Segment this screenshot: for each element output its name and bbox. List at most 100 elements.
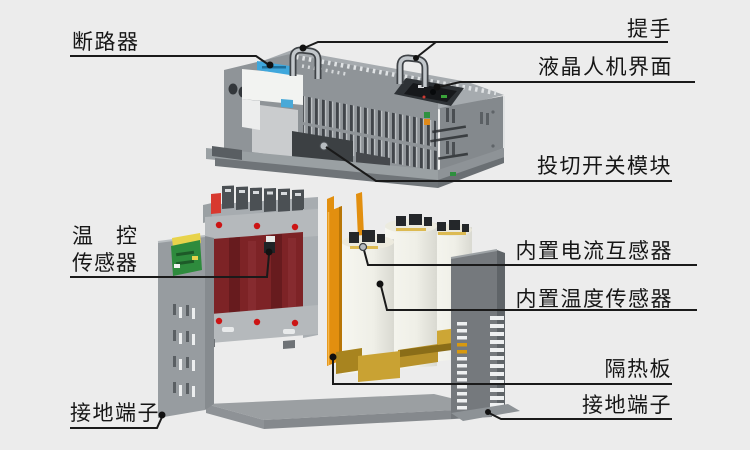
indicator-green: [424, 112, 430, 118]
cap-seal-yellow: [396, 228, 426, 231]
leader-current-transformer: [363, 249, 697, 266]
leader-ground-left: [70, 416, 163, 429]
side-dot: [491, 110, 495, 114]
clamp-bolt-red: [215, 221, 223, 229]
clamp-slot: [222, 327, 234, 332]
capacitor-2: [385, 214, 437, 370]
chassis-base-left: [206, 148, 438, 181]
clamp-bolt-red: [291, 223, 299, 231]
side-vent: [452, 109, 455, 123]
reactor-foot: [283, 340, 295, 349]
temp-sensor-mount: [266, 236, 275, 243]
breaker-body-white: [242, 69, 303, 105]
leader-builtin-temp: [380, 285, 697, 311]
vent-row-lower: [303, 125, 437, 171]
right-panel-flange: [497, 250, 505, 412]
breaker-leg-white: [242, 99, 260, 130]
pcb-connector: [174, 264, 180, 268]
label-lcd-hmi: 液晶人机界面: [538, 56, 673, 79]
panel-vent-ticks: [173, 304, 195, 397]
side-vent: [446, 141, 449, 154]
top-perforations: [295, 54, 497, 96]
label-switch-module: 投切开关模块: [537, 155, 672, 178]
pcb-chip: [192, 256, 198, 260]
base-green-bit: [450, 172, 456, 176]
label-handle: 提手: [627, 18, 672, 41]
lcd-glyph: [418, 85, 424, 88]
internal-assembly: [157, 185, 520, 429]
label-insulation-plate: 隔热板: [604, 358, 672, 381]
side-vent: [446, 108, 449, 122]
side-vent: [486, 113, 489, 125]
copper-busbar: [356, 192, 364, 238]
label-temp-controller-line1: 温 控: [72, 225, 138, 248]
label-current-transformer: 内置电流互感器: [515, 240, 673, 263]
label-circuit-breaker: 断路器: [72, 31, 140, 54]
label-temp-controller-line2: 传感器: [72, 252, 138, 275]
insulation-plate-edge: [339, 206, 342, 361]
module-bolt: [319, 141, 329, 151]
leader-handle-branch: [416, 41, 437, 58]
clamp-bolt-red: [215, 317, 223, 325]
leader-temp-controller: [70, 253, 270, 278]
leader-lcd: [438, 81, 695, 88]
base-plate-front: [264, 408, 492, 429]
label-ground-terminal-left: 接地端子: [70, 402, 160, 425]
vent-slots-right-comb: [490, 316, 504, 407]
clamp-bolt-red: [291, 319, 299, 327]
coil-highlight: [288, 238, 296, 314]
clamp-bolt-red: [253, 222, 261, 230]
panel-hole: [228, 83, 238, 95]
right-panel: [450, 249, 520, 421]
top-perforations-2: [301, 64, 347, 76]
lcd-red: [422, 95, 426, 99]
coil-gap: [229, 237, 240, 321]
right-panel-face: [451, 250, 497, 419]
indicator-orange: [424, 119, 430, 125]
leader-circuit-breaker: [70, 55, 270, 66]
coil-highlight: [248, 241, 256, 317]
leader-ground-right: [488, 412, 672, 420]
left-panel: [157, 233, 214, 418]
left-panel-face: [158, 236, 205, 418]
lcd-green: [441, 95, 447, 98]
vent-row-upper: [303, 96, 436, 147]
clamp-bolt-red: [253, 318, 261, 326]
left-panel-flange: [205, 236, 214, 410]
reactor: [199, 185, 318, 349]
side-dot: [491, 144, 495, 148]
coil-gap: [271, 234, 282, 318]
breaker-tab-blue: [281, 99, 293, 108]
pcb-stripe: [175, 250, 195, 257]
pcb-stripe: [175, 259, 195, 266]
label-ground-terminal-right: 接地端子: [582, 394, 672, 417]
side-vent: [480, 112, 483, 124]
insulation-plate: [327, 206, 342, 366]
cap-seal-yellow: [438, 232, 466, 235]
handle-right: [396, 54, 429, 87]
panel-top-edge: [450, 249, 498, 259]
leader-insulation: [332, 359, 672, 385]
vent-slots-left-column: [457, 322, 467, 410]
nameplate-text-marks: [430, 125, 469, 160]
leader-dots: [158, 44, 491, 419]
insulation-plate-top: [327, 196, 334, 216]
label-builtin-temp-sensor: 内置温度传感器: [515, 288, 673, 311]
leader-lines: [70, 41, 697, 429]
leader-handle: [303, 41, 668, 49]
clamp-slot: [283, 329, 295, 334]
terminal-blocks: [222, 185, 304, 213]
base-dark-slot: [212, 146, 242, 160]
breaker-stripe: [262, 66, 286, 69]
handle-left: [289, 46, 322, 79]
lcd-knob: [430, 89, 436, 95]
terminal-red-block: [211, 193, 221, 214]
base-plate-top: [206, 394, 492, 420]
base-plate-left: [206, 404, 264, 429]
gold-straps: [336, 343, 452, 382]
label-temp-controller: 温 控 传感器: [72, 223, 138, 277]
side-vent: [452, 142, 455, 155]
temp-sensor: [264, 242, 275, 253]
